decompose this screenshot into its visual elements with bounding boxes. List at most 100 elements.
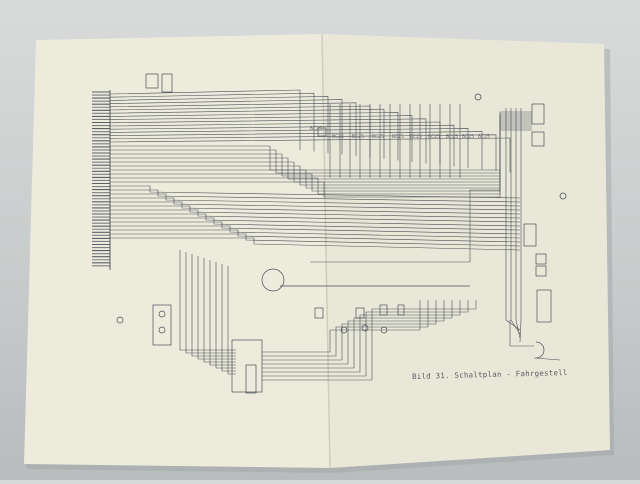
wire [110, 113, 532, 174]
component-label: BC25 [310, 126, 323, 132]
wire [110, 129, 532, 198]
wiring-lines [109, 89, 561, 381]
wire [262, 300, 477, 381]
wire [109, 118, 427, 164]
left-lamp-1 [158, 310, 166, 318]
wire [109, 128, 469, 168]
wire [109, 115, 413, 162]
wire [203, 258, 236, 363]
wire [110, 111, 532, 171]
top-connector-box [161, 73, 173, 93]
wire [221, 264, 236, 372]
wire [110, 123, 532, 189]
wire [110, 229, 521, 243]
center-connector-inner [245, 364, 257, 394]
plug-right-1 [535, 253, 547, 265]
wire [109, 96, 329, 153]
wire [215, 262, 236, 369]
lamp-2 [361, 324, 369, 332]
wire [110, 115, 532, 177]
left-switch [116, 316, 124, 324]
ground-symbol-right [559, 192, 567, 200]
wire [110, 185, 521, 199]
wire [110, 127, 532, 195]
wire [519, 108, 522, 343]
plug-right-2 [535, 265, 547, 277]
component-label: BC25 [352, 134, 365, 140]
wire [110, 189, 521, 203]
wire [110, 201, 521, 215]
wire [262, 300, 469, 377]
component-label: BC25 [372, 134, 385, 140]
component-label: BC25 [392, 134, 405, 140]
relay-4 [397, 304, 405, 316]
top-relay [317, 127, 327, 137]
wire [110, 125, 532, 192]
relay-1 [314, 307, 324, 319]
wire [509, 320, 534, 347]
plug-bottom-2 [523, 223, 537, 247]
wire [209, 260, 236, 366]
wire [110, 237, 521, 251]
paper-left-half [24, 34, 330, 468]
wire [110, 213, 521, 227]
ground-symbols [474, 93, 567, 200]
wire [110, 117, 532, 180]
wire [109, 134, 497, 171]
wire [510, 108, 521, 335]
wire [110, 209, 521, 223]
wire [110, 225, 521, 239]
wire [179, 250, 236, 351]
plug-mid [531, 131, 545, 147]
terminal-strip [92, 90, 111, 270]
gauge-circle [261, 268, 285, 292]
component-label: BC25 [478, 134, 491, 140]
wire [109, 92, 315, 152]
component-label: BC25 [428, 134, 441, 140]
wire [109, 137, 511, 173]
component-label: BC25 [446, 134, 459, 140]
wire [262, 300, 461, 373]
center-connector [231, 339, 263, 393]
wire [109, 108, 385, 159]
paper-fold [321, 33, 331, 469]
wire [110, 121, 532, 186]
component-label: BC25 [410, 134, 423, 140]
top-connector [145, 73, 159, 89]
wire [110, 221, 521, 235]
wire [109, 112, 399, 161]
wire [110, 119, 532, 183]
components [116, 73, 552, 394]
paper-right-half [322, 34, 610, 468]
relay-3 [379, 304, 388, 316]
wire [515, 108, 521, 339]
wire [109, 124, 455, 167]
motor-symbol [535, 341, 545, 359]
wire [110, 217, 521, 231]
relay-2 [355, 307, 365, 319]
wire [469, 189, 500, 262]
wire [109, 131, 483, 170]
component-label: BC25 [332, 134, 345, 140]
wire [110, 233, 521, 247]
wire [110, 197, 521, 211]
wire [533, 357, 561, 361]
wire [262, 300, 445, 365]
wire [109, 102, 357, 156]
wire [110, 205, 521, 219]
wire [197, 256, 236, 360]
wire [191, 254, 236, 357]
left-lamp-box [152, 304, 172, 346]
component-label: BC25 [462, 134, 475, 140]
wire [262, 300, 437, 361]
wire [262, 300, 421, 353]
plug-bottom [536, 289, 552, 323]
plug-top [531, 103, 545, 125]
wire [185, 252, 236, 354]
wire [110, 193, 521, 207]
lamp-1 [340, 326, 348, 334]
ground-symbol-top [474, 93, 482, 101]
wire [227, 266, 236, 375]
